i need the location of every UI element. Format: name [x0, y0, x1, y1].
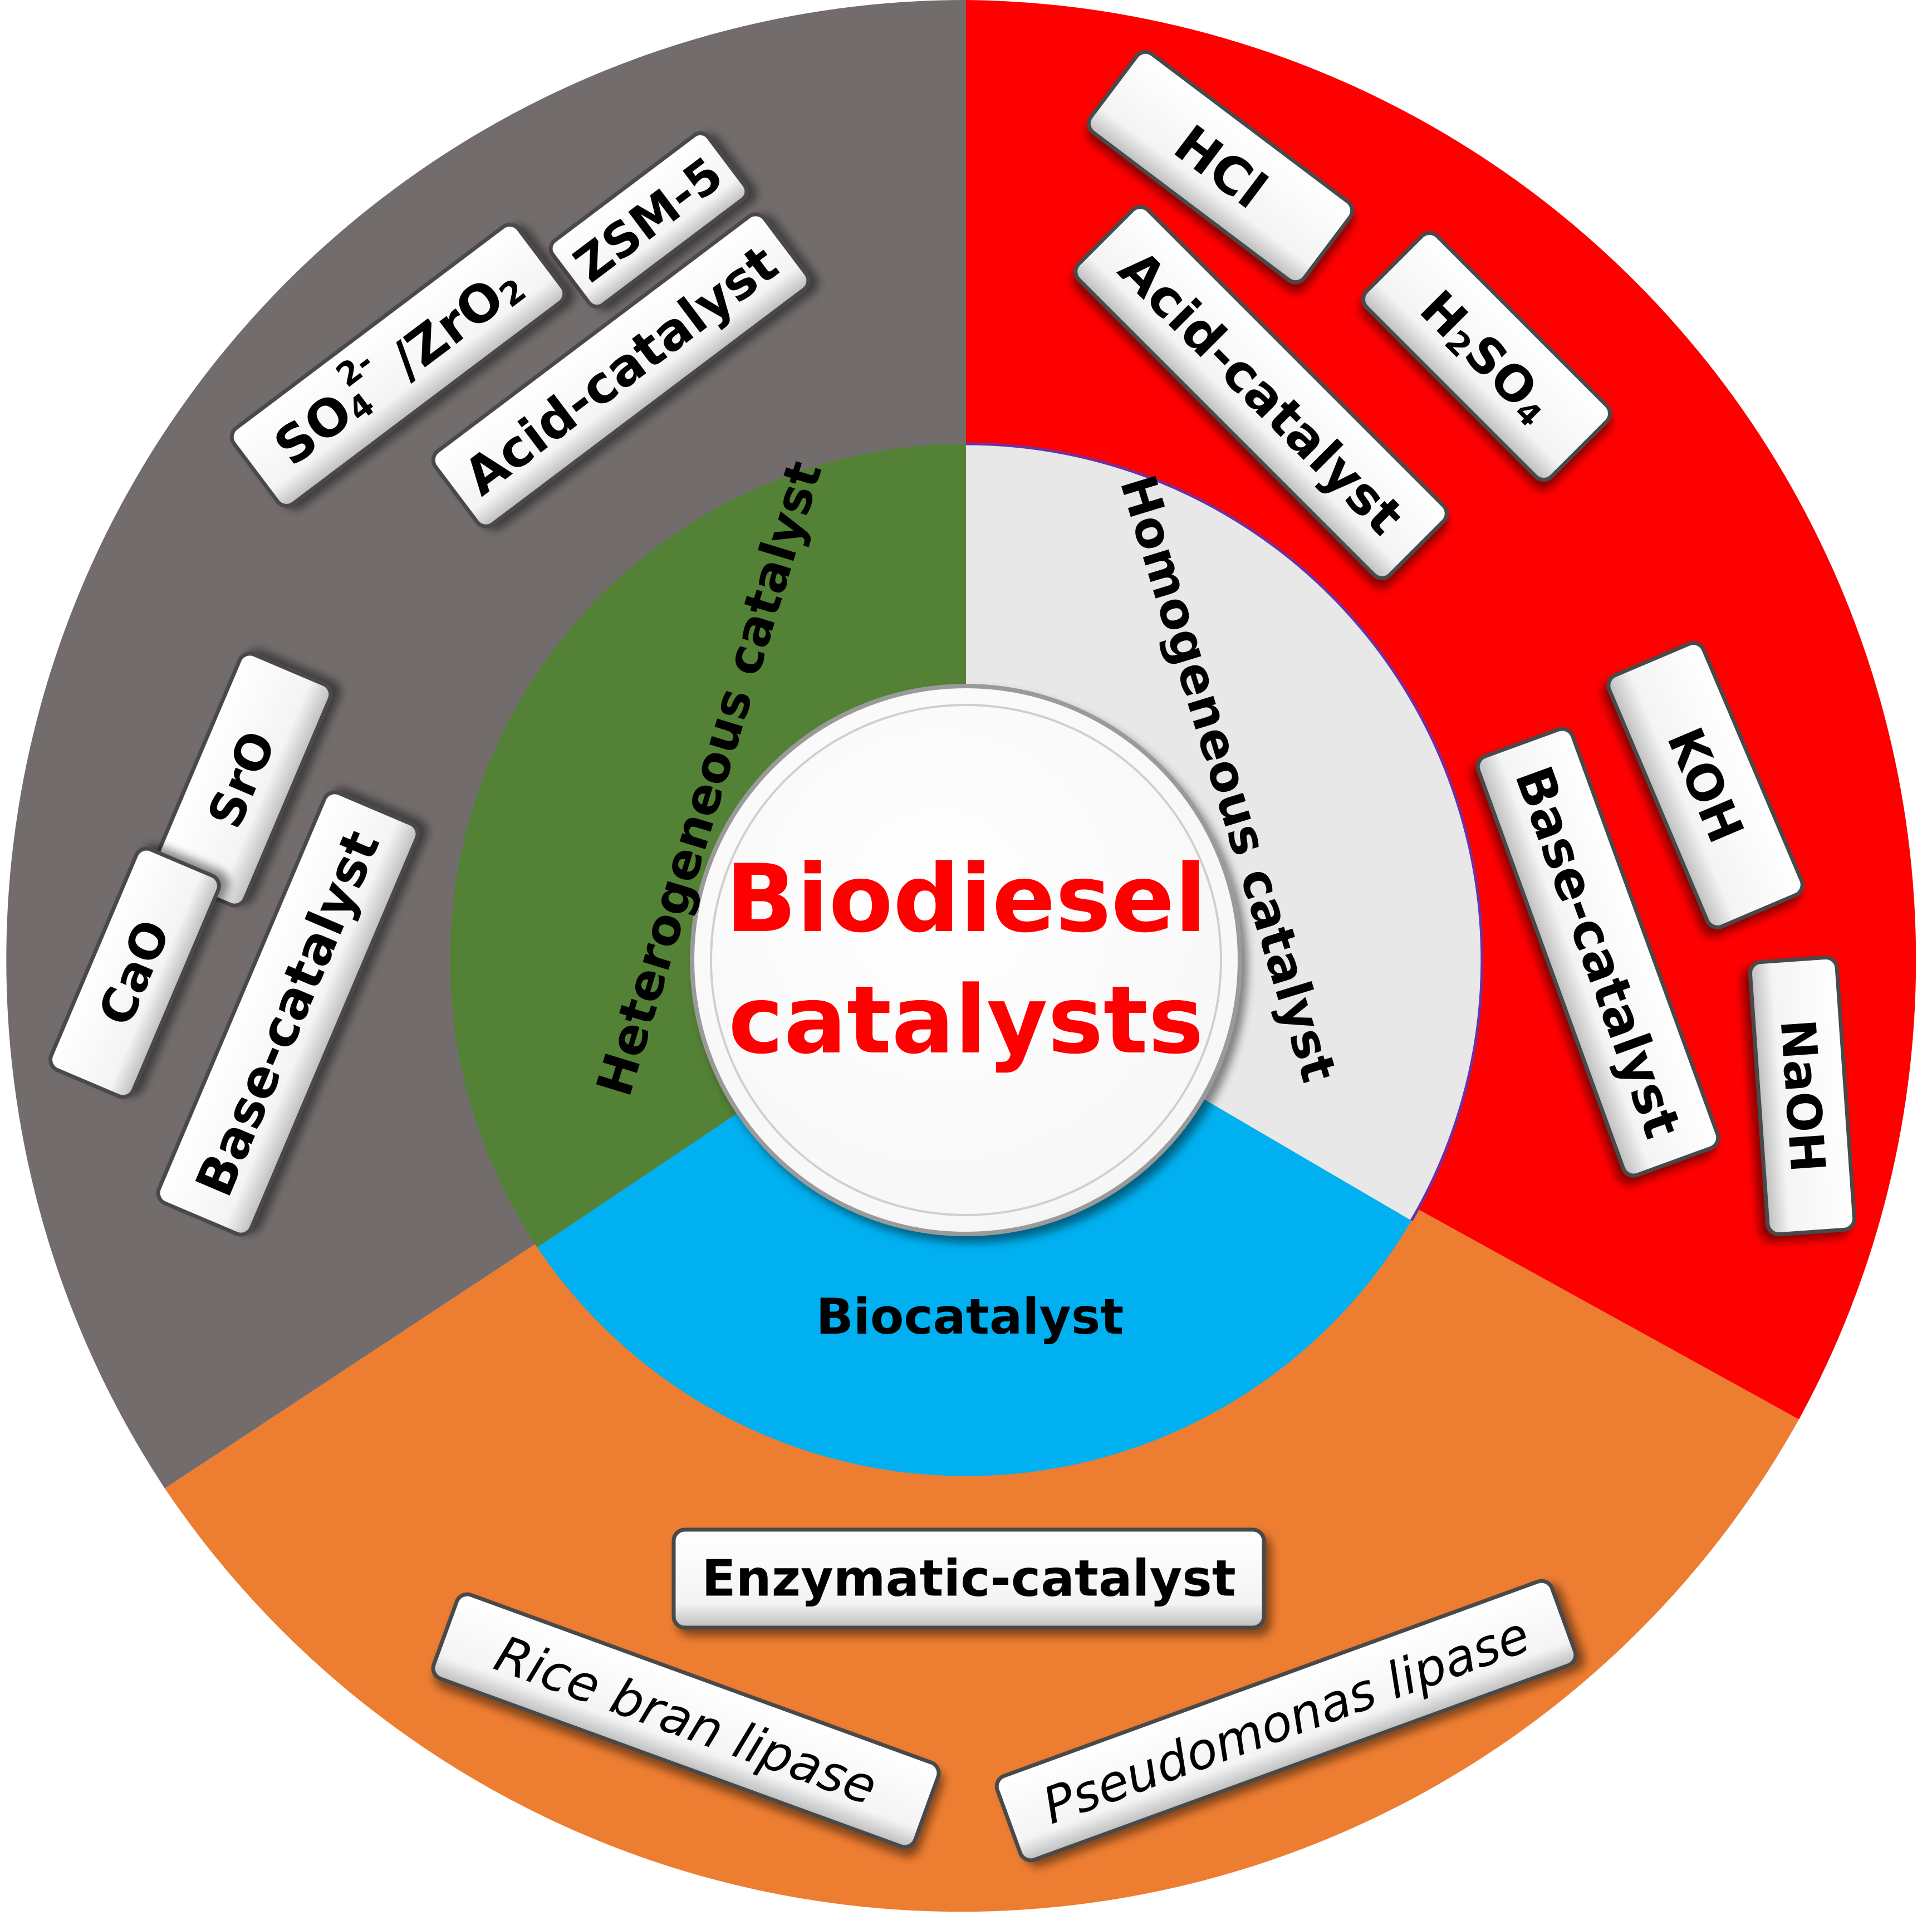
enzymatic-catalyst-label: Enzymatic-catalyst: [702, 1550, 1236, 1608]
box-naoh: NaOH: [1748, 956, 1857, 1236]
center-title-line1: Biodiesel: [725, 844, 1207, 953]
box-cao: CaO: [48, 846, 221, 1099]
center-title-line2: catalysts: [728, 966, 1204, 1075]
box-koh: KOH: [1606, 641, 1804, 929]
naoh-label: NaOH: [1769, 1017, 1836, 1174]
center-circle: [690, 684, 1242, 1236]
box-sulfated-zirconia: SO42- /ZrO2: [229, 223, 567, 508]
sulfated-zirconia-label: SO42- /ZrO2: [256, 243, 533, 477]
biocatalyst-label: Biocatalyst: [816, 1288, 1124, 1345]
box-zsm5: ZSM-5: [548, 131, 749, 309]
box-h2so4: H2SO4: [1361, 231, 1612, 482]
homogeneous-edge: [965, 442, 1484, 1222]
box-enzymatic-catalyst: Enzymatic-catalyst: [671, 1527, 1266, 1630]
center-circle-inner-rim: [710, 704, 1222, 1216]
